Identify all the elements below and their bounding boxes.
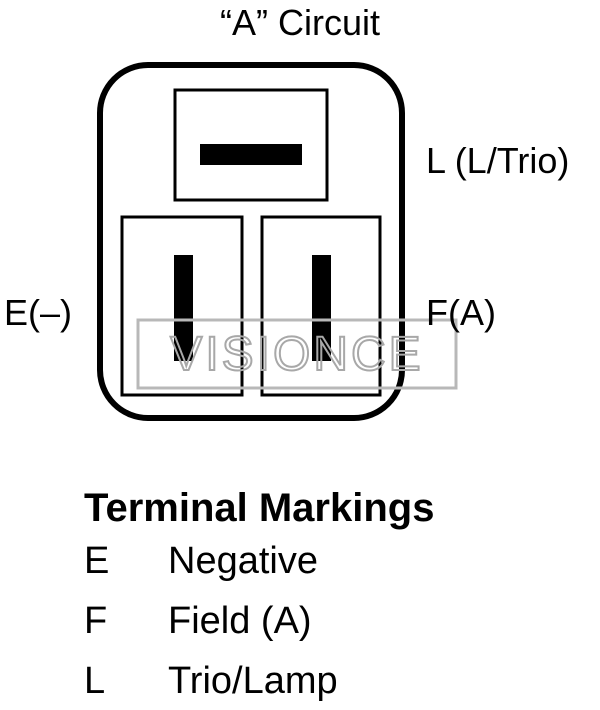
connector-housing [97,62,405,421]
watermark-logo: VISIONCE [136,318,458,390]
terminal-e-socket [120,215,244,397]
diagram-title: “A” Circuit [220,2,380,43]
legend-item: L Trio/Lamp [84,660,338,703]
watermark-text: VISIONCE [170,328,423,381]
legend-code: L [84,660,106,702]
terminal-e-blade [174,255,193,361]
terminal-e-label: E(–) [4,292,73,333]
legend-item: F Field (A) [84,600,312,643]
terminal-f-blade [312,255,331,361]
terminal-f-socket [260,215,382,397]
legend-meaning: Trio/Lamp [168,660,338,702]
legend-code: E [84,540,110,582]
legend-item: E Negative [84,540,318,583]
terminal-l-socket [173,88,329,202]
terminal-l-blade [200,144,302,165]
legend-code: F [84,600,108,642]
legend-title: Terminal Markings [84,486,435,530]
legend-meaning: Field (A) [168,600,312,642]
terminal-f-label: F(A) [426,292,496,333]
connector-diagram [97,62,405,421]
legend-meaning: Negative [168,540,318,582]
terminal-l-label: L (L/Trio) [426,140,570,181]
